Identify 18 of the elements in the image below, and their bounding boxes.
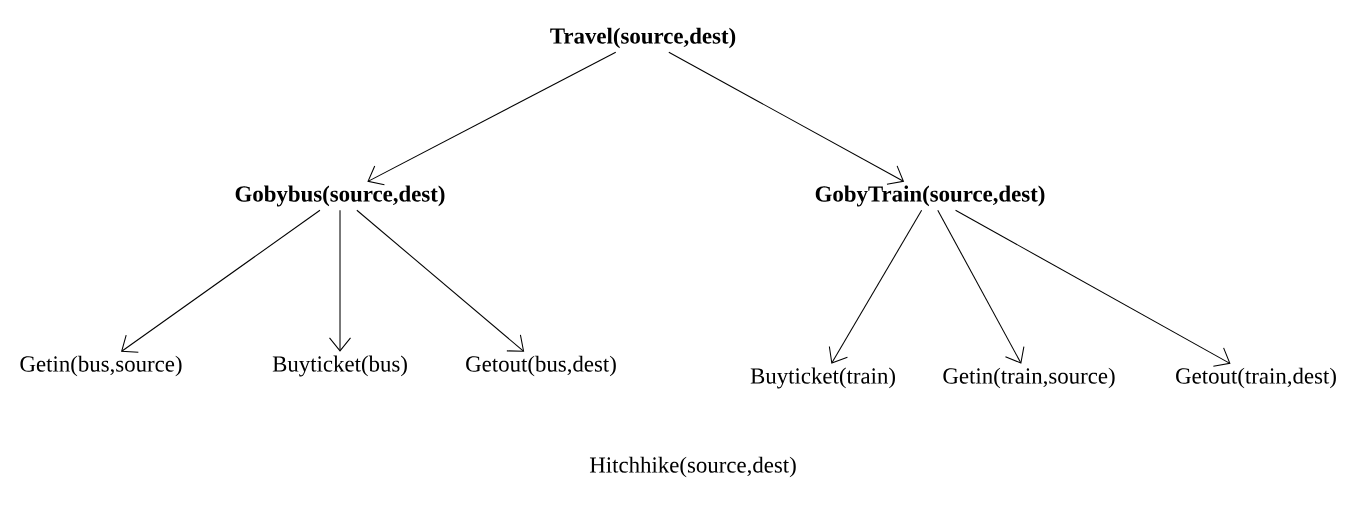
arrow: [955, 209, 1231, 367]
arrow: [121, 209, 321, 353]
term-label: Gobybus(source,dest): [235, 185, 445, 207]
arrow: [329, 209, 352, 352]
leaf-label: Getout(train,dest): [1176, 367, 1336, 389]
label-text: Hitchhike(source,dest): [589, 456, 796, 478]
leaf-label: Getin(bus,source): [20, 355, 182, 377]
arrow: [668, 51, 905, 185]
leaf-label: Getout(bus,dest): [466, 355, 616, 377]
arrow: [367, 51, 617, 186]
arrow: [937, 209, 1025, 364]
leaf-label: Buyticket(bus): [272, 355, 407, 377]
arrow: [356, 209, 525, 352]
term-label: Travel(source,dest): [550, 27, 736, 49]
arrow: [828, 209, 923, 364]
leaf-label: Getin(train,source): [943, 367, 1115, 389]
term-label: GobyTrain(source,dest): [815, 185, 1045, 207]
leaf-label: Buyticket(train): [750, 367, 895, 389]
